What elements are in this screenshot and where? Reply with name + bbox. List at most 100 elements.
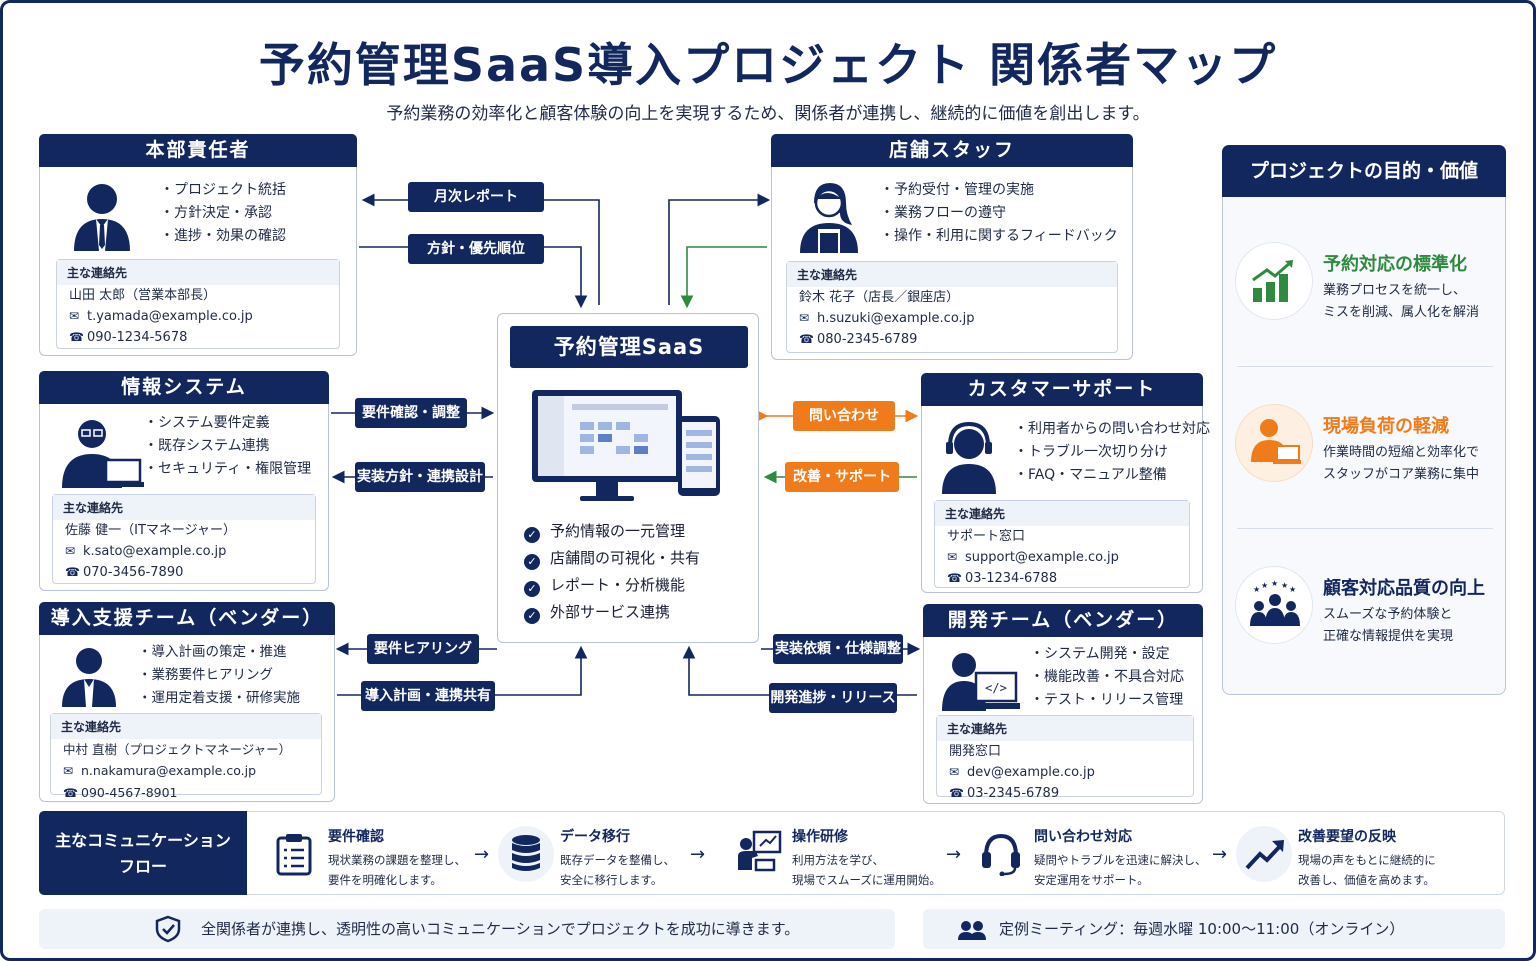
staff-avatar-icon [800,183,858,253]
duty-item: 進捗・効果の確認 [160,225,286,248]
contact-email[interactable]: support@example.co.jp [965,550,1119,565]
link-dev-release: 開発進捗・リリース [769,683,897,713]
mail-icon: ✉ [65,544,76,558]
communication-flow: 主なコミュニケーションフロー 要件確認 現状業務の課題を整理し、要件を明確化しま… [39,811,1505,895]
contact-heading: 主な連絡先 [787,262,1117,287]
card-dev: 開発チーム（ベンダー） </> システム開発・設定 機能改善・不具合対応 テスト… [923,604,1203,804]
mail-icon: ✉ [949,765,960,779]
feature-item: ✓店舗間の可視化・共有 [524,545,700,572]
contact-email[interactable]: t.yamada@example.co.jp [87,309,253,324]
card-dev-title: 開発チーム（ベンダー） [923,604,1203,637]
flow-step-requirements: 要件確認 現状業務の課題を整理し、要件を明確化します。 [266,812,486,894]
purpose-item-standardize: 予約対応の標準化 業務プロセスを統一し、ミスを削減、属人化を解消 [1235,240,1495,340]
contact-email[interactable]: n.nakamura@example.co.jp [81,763,257,778]
contact-phone[interactable]: 080-2345-6789 [817,332,918,347]
duty-item: 予約受付・管理の実施 [880,179,1118,202]
link-plan-share: 導入計画・連携共有 [361,681,495,711]
contact-heading: 主な連絡先 [53,495,315,520]
hq-duties: プロジェクト統括 方針決定・承認 進捗・効果の確認 [160,179,286,248]
phone-icon: ☎ [65,565,80,579]
flow-step-title: データ移行 [560,829,630,845]
flow-step-improvement: 改善要望の反映 現場の声をもとに継続的に改善し、価値を高めます。 [1236,812,1496,894]
flow-arrow-icon: → [1212,844,1228,865]
purpose-item-title: 予約対応の標準化 [1323,254,1467,275]
flow-arrow-icon: → [690,844,706,865]
check-icon: ✓ [524,581,540,597]
contact-phone[interactable]: 070-3456-7890 [83,565,184,580]
headset-icon [982,833,1020,876]
flow-step-title: 問い合わせ対応 [1034,829,1132,845]
consultant-avatar-icon [62,648,116,707]
contact-name: 佐藤 健一（ITマネージャー） [65,523,236,538]
clipboard-icon [276,834,312,876]
purpose-item-title: 現場負荷の軽減 [1323,416,1449,437]
contact-name: サポート窓口 [947,529,1026,544]
people-icon [958,921,986,940]
link-inquiry: 問い合わせ [793,401,895,431]
flow-step-desc: 現状業務の課題を整理し、要件を明確化します。 [328,853,466,887]
svg-text:★: ★ [1281,581,1288,590]
feature-item: ✓予約情報の一元管理 [524,518,700,545]
flow-step-desc: 既存データを整備し、安全に移行します。 [560,853,675,887]
phone-icon: ☎ [63,786,78,800]
link-req-confirm: 要件確認・調整 [355,398,467,428]
card-it: 情報システム システム要件定義 既存システム連携 セキュリティ・権限管理 主な連… [39,371,329,591]
purpose-item-desc: スムーズな予約体験と正確な情報提供を実現 [1323,607,1454,644]
purpose-title: プロジェクトの目的・価値 [1222,145,1506,197]
flow-step-training: 操作研修 利用方法を学び、現場でスムーズに運用開始。 [730,812,950,894]
contact-name: 鈴木 花子（店長／銀座店） [799,290,960,305]
link-policy-priority: 方針・優先順位 [408,234,544,264]
duty-item: 方針決定・承認 [160,202,286,225]
card-vendor: 導入支援チーム（ベンダー） 導入計画の策定・推進 業務要件ヒアリング 運用定着支… [39,602,335,802]
link-monthly-report: 月次レポート [408,182,544,212]
contact-name: 中村 直樹（プロジェクトマネージャー） [63,742,292,757]
contact-phone[interactable]: 090-1234-5678 [87,330,188,345]
vendor-contact: 主な連絡先 中村 直樹（プロジェクトマネージャー） ✉n.nakamura@ex… [50,713,322,800]
page-subtitle: 予約業務の効率化と顧客体験の向上を実現するため、関係者が連携し、継続的に価値を創… [386,104,1150,124]
mail-icon: ✉ [63,764,74,778]
duty-item: プロジェクト統括 [160,179,286,202]
check-icon: ✓ [524,554,540,570]
contact-email[interactable]: dev@example.co.jp [967,765,1095,780]
duty-item: 操作・利用に関するフィードバック [880,225,1118,248]
manager-avatar-icon [74,184,130,251]
store-duties: 予約受付・管理の実施 業務フローの遵守 操作・利用に関するフィードバック [880,179,1118,248]
support-agent-avatar-icon [942,421,996,494]
duty-item: 運用定着支援・研修実施 [138,687,301,710]
flow-arrow-icon: → [946,844,962,865]
dev-duties: システム開発・設定 機能改善・不具合対応 テスト・リリース管理 [1030,643,1184,712]
contact-phone[interactable]: 03-1234-6788 [965,571,1058,586]
training-icon [738,830,782,872]
developer-avatar-icon: </> [942,653,1020,711]
duty-item: 導入計画の策定・推進 [138,641,300,664]
card-vendor-title: 導入支援チーム（ベンダー） [39,602,335,635]
purpose-item-desc: 作業時間の短縮と効率化でスタッフがコア業務に集中 [1323,445,1480,482]
svg-text:★: ★ [1271,580,1278,588]
flow-step-title: 要件確認 [328,829,384,845]
it-contact: 主な連絡先 佐藤 健一（ITマネージャー） ✉ k.sato@example.co… [52,494,316,584]
purpose-item-reduce-load: 現場負荷の軽減 作業時間の短縮と効率化でスタッフがコア業務に集中 [1235,402,1495,502]
feature-item: ✓レポート・分析機能 [524,572,700,599]
svg-text:★: ★ [1289,585,1296,594]
duty-item: 既存システム連携 [144,435,311,458]
flow-step-inquiry: 問い合わせ対応 疑問やトラブルを迅速に解決し、安定運用をサポート。 [972,812,1222,894]
contact-email[interactable]: k.sato@example.co.jp [83,544,227,559]
contact-email[interactable]: h.suzuki@example.co.jp [817,311,975,326]
contact-phone[interactable]: 03-2345-6789 [967,786,1060,801]
svg-text:</>: </> [985,681,1007,695]
check-icon: ✓ [524,608,540,624]
card-it-title: 情報システム [39,371,329,404]
saas-title: 予約管理SaaS [510,326,748,368]
purpose-panel: プロジェクトの目的・価値 予約対応の標準化 業務プロセスを統一し、ミスを削減、属… [1222,145,1506,695]
flow-step-data-migration: データ移行 既存データを整備し、安全に移行します。 [498,812,718,894]
link-req-hearing: 要件ヒアリング [367,634,479,664]
contact-name: 山田 太郎（営業本部長） [69,288,217,303]
contact-heading: 主な連絡先 [935,501,1189,526]
devices-icon [532,390,720,501]
duty-item: 利用者からの問い合わせ対応 [1014,418,1210,441]
saas-center: 予約管理SaaS ✓予約情報の一元管理 ✓店舗間の可視化・共有 ✓レポート・分析… [497,313,759,643]
contact-phone[interactable]: 090-4567-8901 [81,785,178,800]
contact-heading: 主な連絡先 [57,260,339,285]
card-store: 店舗スタッフ 予約受付・管理の実施 業務フローの遵守 操作・利用に関するフィード… [771,134,1133,360]
footer-left-text: 全関係者が連携し、透明性の高いコミュニケーションでプロジェクトを成功に導きます。 [201,920,800,938]
